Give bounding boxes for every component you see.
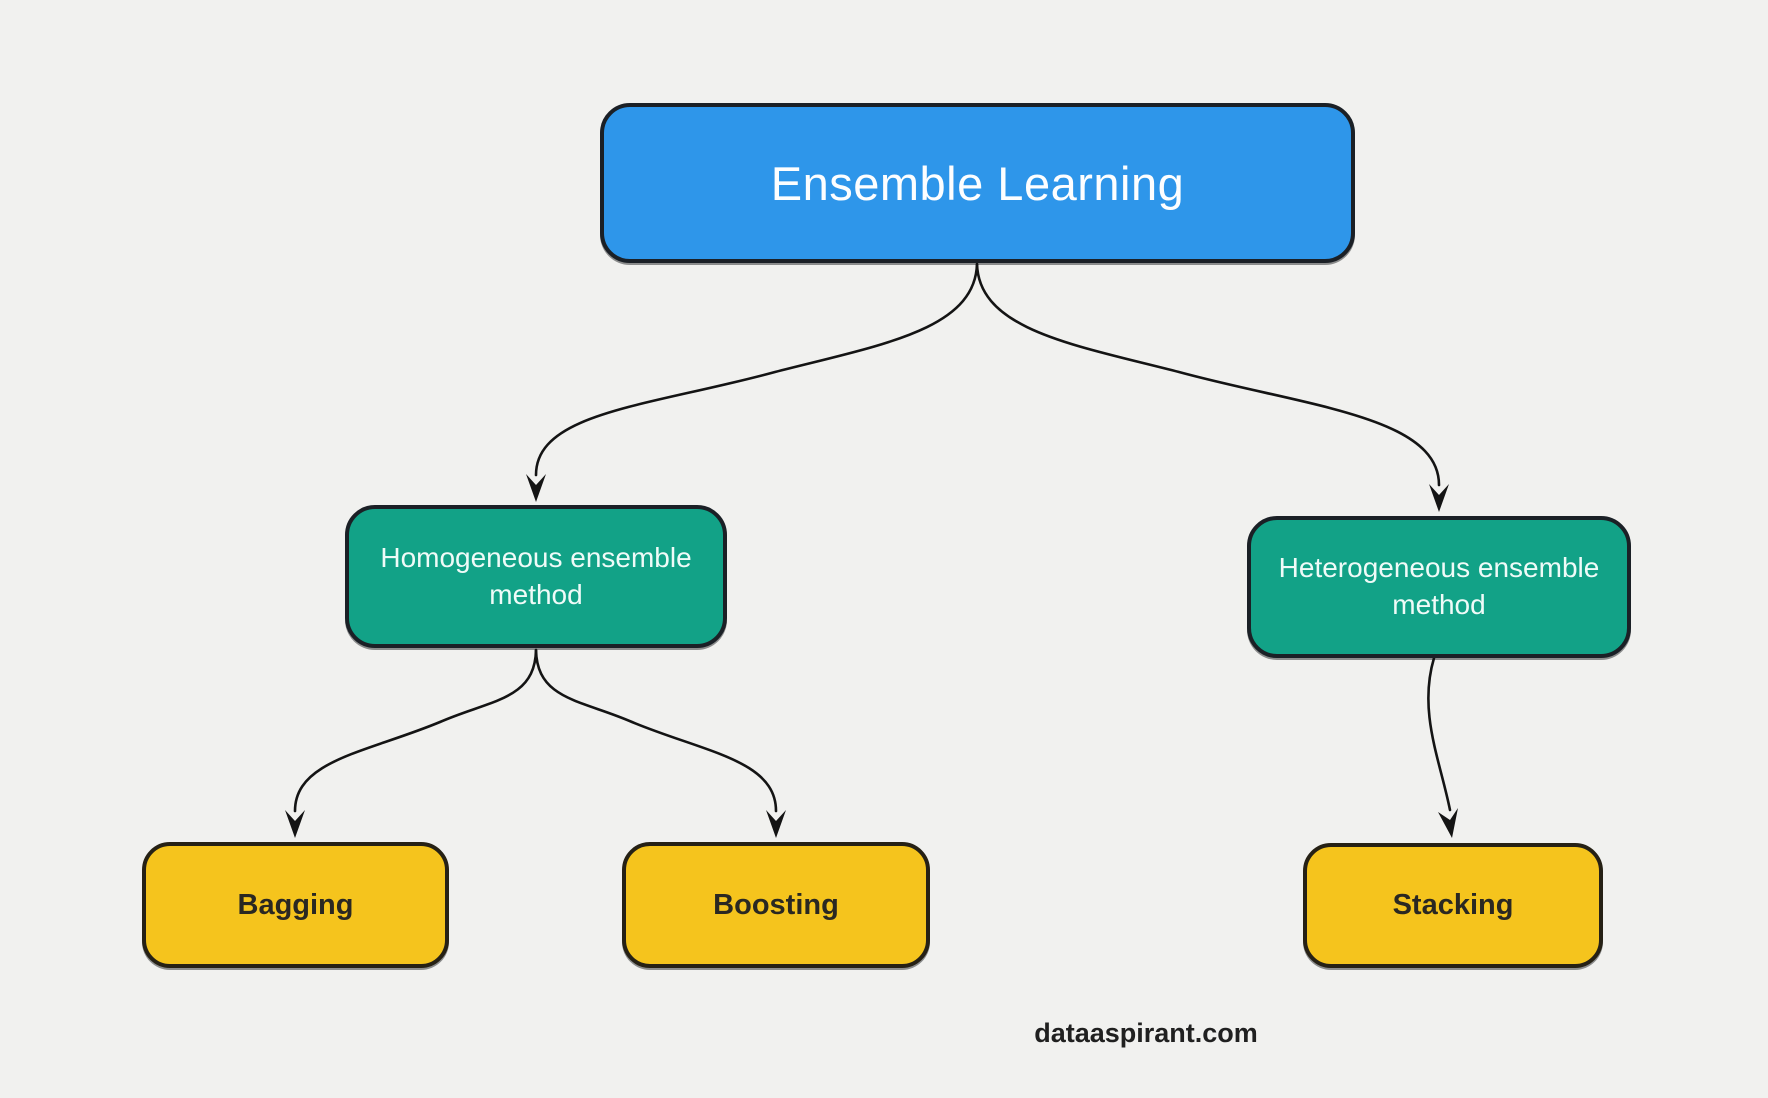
node-boosting: Boosting <box>622 842 930 968</box>
node-ensemble-learning-label: Ensemble Learning <box>770 156 1185 210</box>
arrowhead-homogeneous-to-bagging <box>285 810 305 838</box>
node-stacking: Stacking <box>1303 843 1603 968</box>
arrowhead-root-to-heterogeneous <box>1429 484 1449 512</box>
node-stacking-label: Stacking <box>1392 889 1514 921</box>
node-bagging-label: Bagging <box>237 888 354 921</box>
node-homogeneous-ensemble-method: Homogeneous ensemble method <box>345 505 727 648</box>
node-heterogeneous-ensemble-method: Heterogeneous ensemble method <box>1247 516 1631 658</box>
node-heterogeneous-label: Heterogeneous ensemble method <box>1278 552 1600 620</box>
site-credit: dataaspirant.com <box>1034 1018 1258 1048</box>
node-bagging: Bagging <box>142 842 449 968</box>
arrowhead-heterogeneous-to-stacking <box>1438 808 1458 838</box>
node-ensemble-learning: Ensemble Learning <box>600 103 1355 263</box>
arrow-root-to-homogeneous <box>534 262 979 477</box>
arrow-homogeneous-to-bagging <box>293 648 538 813</box>
arrow-root-to-heterogeneous <box>975 262 1441 487</box>
arrowhead-homogeneous-to-boosting <box>766 810 786 838</box>
arrow-homogeneous-to-boosting <box>534 648 778 813</box>
arrow-heterogeneous-to-stacking <box>1427 656 1452 812</box>
node-homogeneous-label: Homogeneous ensemble method <box>380 541 692 610</box>
node-boosting-label: Boosting <box>713 888 839 921</box>
arrowhead-root-to-homogeneous <box>526 474 546 502</box>
